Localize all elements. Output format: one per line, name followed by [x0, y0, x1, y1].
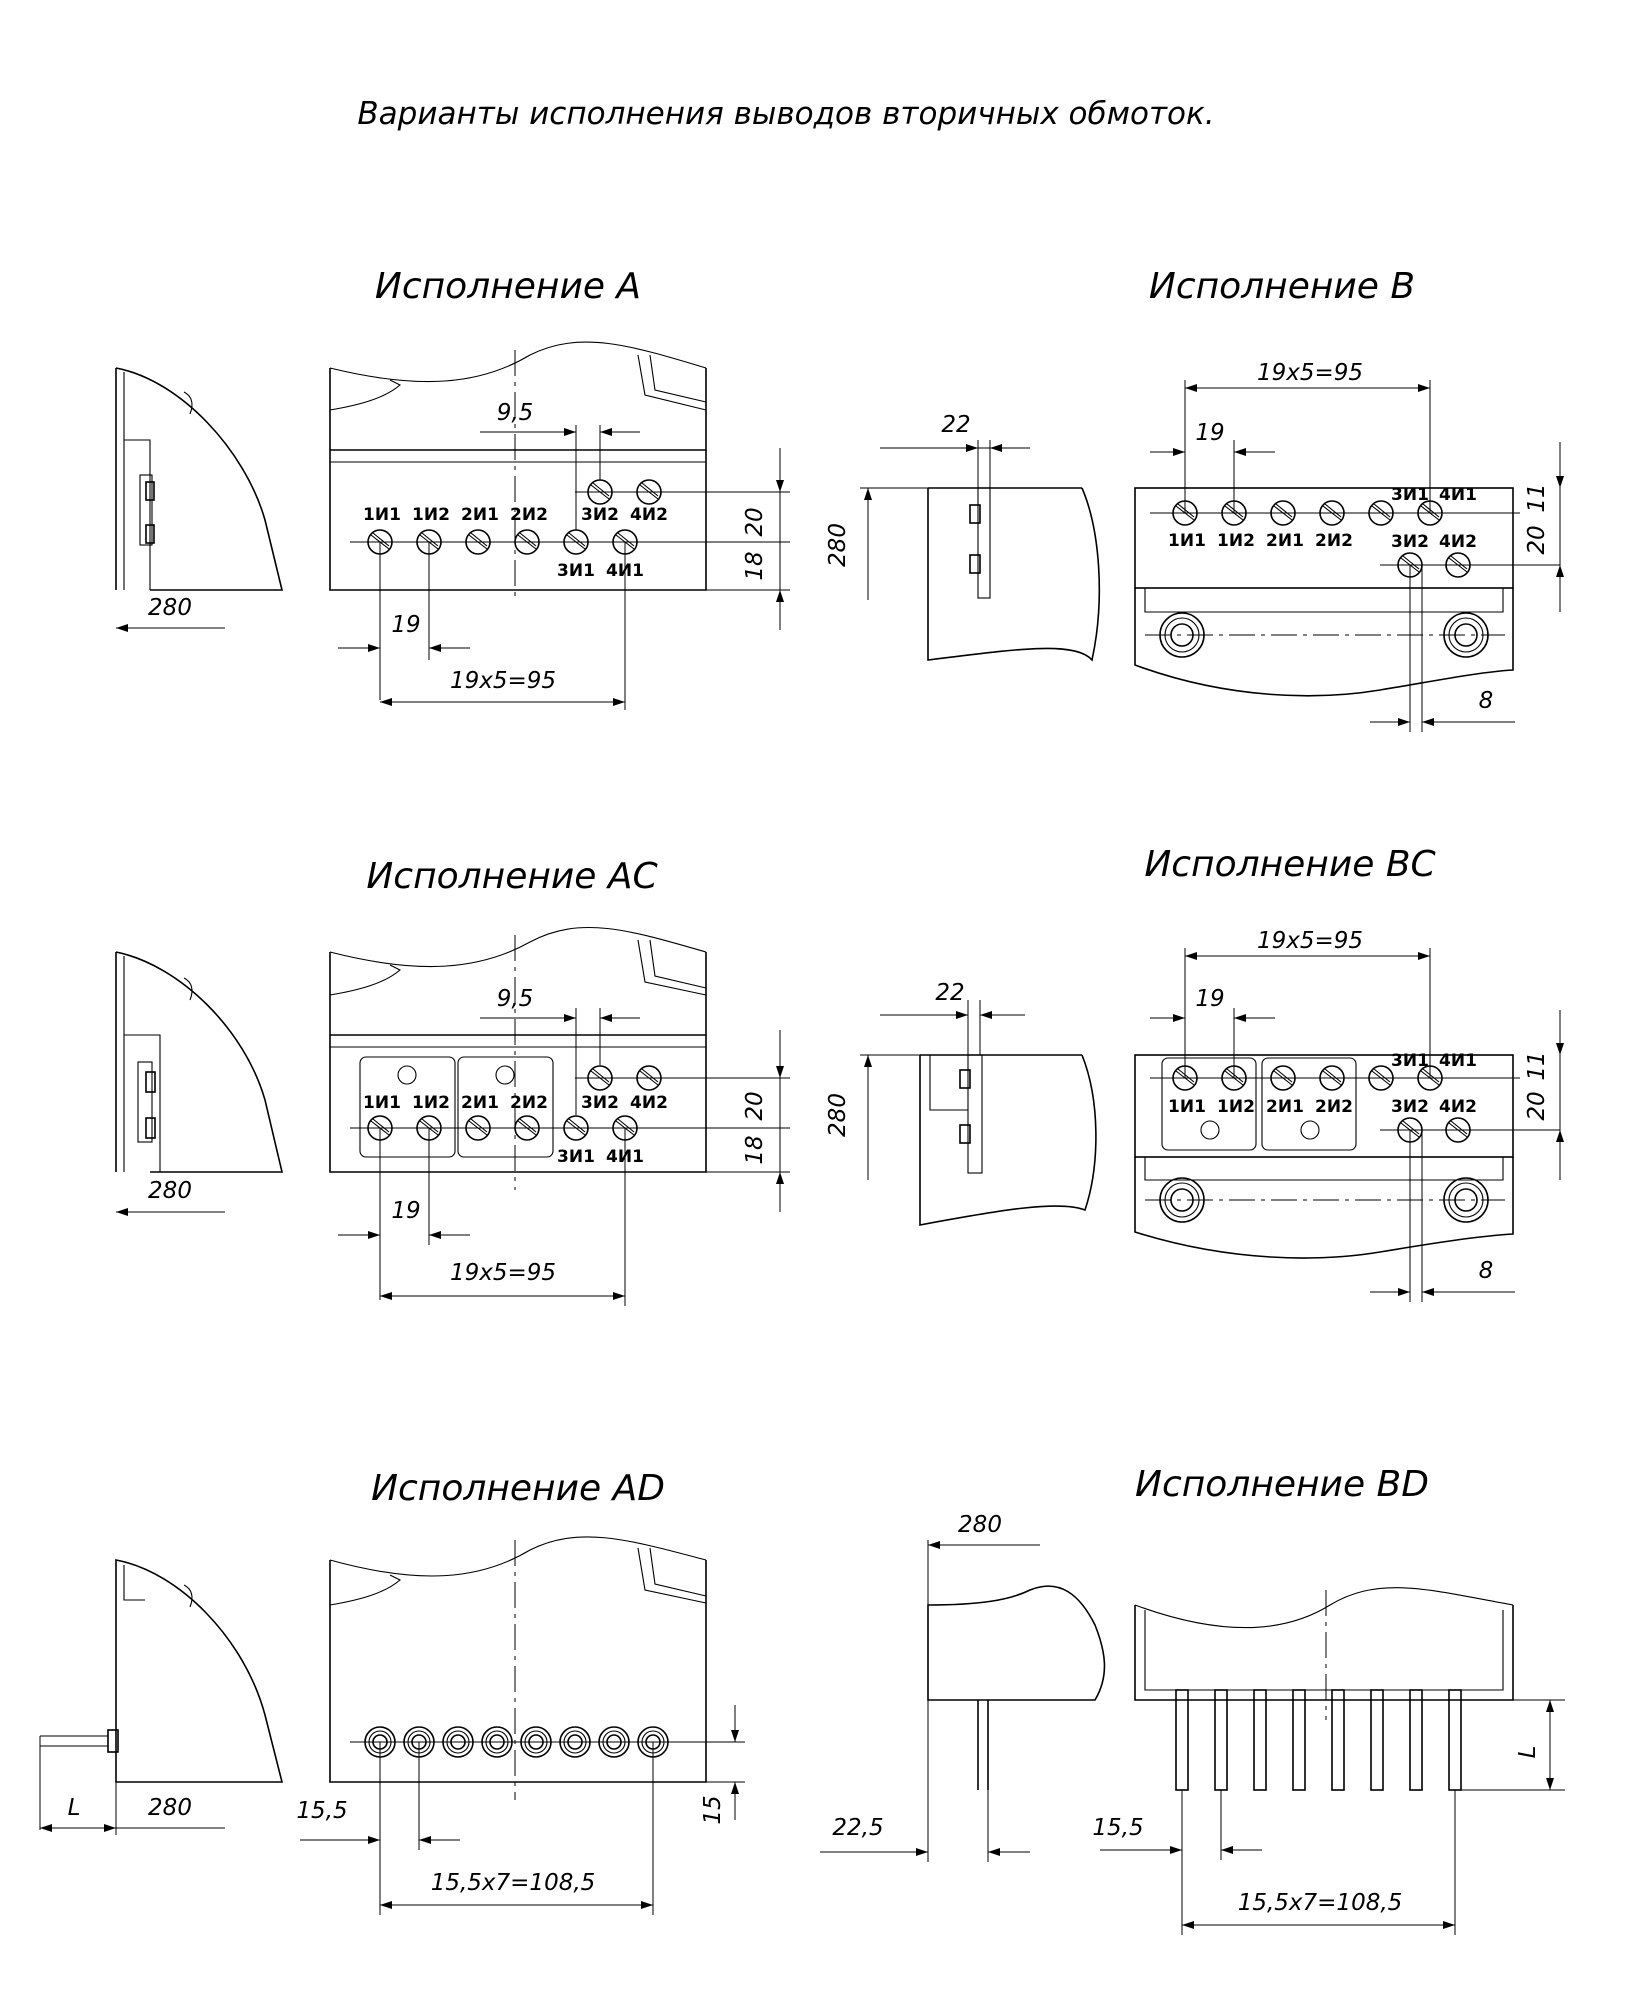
variant-b-heading: Исполнение В — [1149, 266, 1415, 307]
variant-ac-dim-20: 20 — [742, 1091, 768, 1120]
variant-bd-dim-L: L — [1515, 1746, 1541, 1759]
variant-ac: Исполнение АС 280 — [115, 856, 790, 1306]
variant-b-dim-19: 19 — [1195, 420, 1224, 446]
variant-b-side-view: 22 280 — [825, 412, 1101, 662]
variant-bc-terminal-label: 1И2 — [1217, 1097, 1255, 1117]
variant-ac-dim-18: 18 — [742, 1135, 768, 1164]
variant-bd-heading: Исполнение ВD — [1135, 1464, 1429, 1505]
variant-bc-terminal-label: 4И1 — [1439, 1051, 1477, 1071]
variant-ac-terminal-label: 3И2 — [581, 1093, 619, 1113]
variant-b-terminal-label: 3И1 — [1391, 485, 1429, 505]
variant-a-terminal-label: 1И1 — [363, 505, 401, 525]
variant-ac-terminal-label: 3И1 — [557, 1147, 595, 1167]
variant-a-dim-19: 19 — [391, 612, 420, 638]
variant-ac-terminal-label: 1И1 — [363, 1093, 401, 1113]
variant-ad-dim-15: 15 — [700, 1795, 726, 1824]
variant-ac-dim-280: 280 — [148, 1178, 192, 1204]
variant-bd-pins — [1175, 1689, 1462, 1791]
variant-ad-dim-108-5: 15,5х7=108,5 — [431, 1870, 596, 1896]
variant-a-terminal-label: 3И1 — [557, 561, 595, 581]
variant-bc-dim-11: 11 — [1524, 1051, 1550, 1080]
variant-ac-heading: Исполнение АС — [366, 856, 658, 897]
variant-b-terminal-label: 4И2 — [1439, 532, 1477, 552]
variant-a-terminal-label: 1И2 — [412, 505, 450, 525]
variant-a-dim-18: 18 — [742, 551, 768, 580]
variant-ac-front-view: 1И1 1И2 2И1 2И2 3И2 4И2 3И1 4И1 9,5 20 1… — [329, 926, 790, 1306]
variant-b-dim-20: 20 — [1524, 525, 1550, 554]
variant-ac-side-view: 280 — [115, 951, 284, 1216]
variant-ad-side-view: L 280 — [39, 1559, 284, 1835]
variant-a-dim-95: 19х5=95 — [450, 668, 556, 694]
variant-bd-dim-15-5: 15,5 — [1092, 1815, 1143, 1841]
variant-ac-dim-9-5: 9,5 — [497, 986, 534, 1012]
variant-ac-dim-19: 19 — [391, 1198, 420, 1224]
variant-bc-dim-8: 8 — [1479, 1258, 1494, 1284]
page-title: Варианты исполнения выводов вторичных об… — [357, 96, 1214, 132]
variant-bc-terminal-label: 3И1 — [1391, 1051, 1429, 1071]
variant-b-terminal-label: 2И1 — [1266, 531, 1304, 551]
variant-b-terminal-label: 2И2 — [1315, 531, 1353, 551]
variant-ad: Исполнение АD L 280 15 — [39, 1468, 745, 1915]
variant-a-front-view: 1И1 1И2 2И1 2И2 3И2 4И2 3И1 4И1 9,5 20 1… — [329, 341, 790, 710]
variant-ad-dim-280: 280 — [148, 1795, 192, 1821]
variant-bd-dim-22-5: 22,5 — [832, 1815, 883, 1841]
variant-b-dim-11: 11 — [1524, 483, 1550, 512]
variant-a-terminal-label: 2И1 — [461, 505, 499, 525]
variant-a-dim-280: 280 — [148, 595, 192, 621]
variant-b-dim-8: 8 — [1479, 688, 1494, 714]
variant-bc-dim-20: 20 — [1524, 1091, 1550, 1120]
variant-b-dim-95: 19х5=95 — [1257, 360, 1363, 386]
variant-bd-front-view: L 15,5 15,5х7=108,5 — [1092, 1587, 1565, 1935]
variant-a-terminal-label: 3И2 — [581, 505, 619, 525]
variant-bc-terminal-label: 2И1 — [1266, 1097, 1304, 1117]
variant-bc: Исполнение ВС 22 280 — [825, 844, 1564, 1302]
variant-b-terminal-label: 1И1 — [1168, 531, 1206, 551]
variant-ac-terminal-label: 2И2 — [510, 1093, 548, 1113]
variant-a-dim-20: 20 — [742, 507, 768, 536]
variant-bc-side-view: 22 280 — [825, 980, 1097, 1226]
variant-a-dim-9-5: 9,5 — [497, 400, 534, 426]
variant-b: Исполнение В 22 280 3И1 4 — [825, 266, 1564, 732]
variant-bc-dim-95: 19х5=95 — [1257, 928, 1363, 954]
variant-ac-terminal-label: 2И1 — [461, 1093, 499, 1113]
variant-bc-terminal-label: 1И1 — [1168, 1097, 1206, 1117]
variant-bc-heading: Исполнение ВС — [1144, 844, 1436, 885]
variant-b-dim-22: 22 — [941, 412, 970, 438]
variant-bc-dim-19: 19 — [1195, 986, 1224, 1012]
variant-b-front-view: 3И1 4И1 1И1 1И2 2И1 2И2 3И2 4И2 19х5=95 … — [1134, 360, 1564, 732]
variant-bc-terminal-label: 2И2 — [1315, 1097, 1353, 1117]
variant-a-terminal-label: 2И2 — [510, 505, 548, 525]
variant-a-heading: Исполнение А — [375, 266, 641, 307]
variant-bc-terminal-label: 4И2 — [1439, 1097, 1477, 1117]
variant-bc-dim-22: 22 — [935, 980, 964, 1006]
variant-ac-dim-95: 19х5=95 — [450, 1260, 556, 1286]
variant-bd: Исполнение ВD 280 22,5 — [820, 1464, 1565, 1935]
variant-bd-dim-108-5: 15,5х7=108,5 — [1238, 1890, 1403, 1916]
variant-bd-dim-280: 280 — [958, 1512, 1002, 1538]
variant-bd-side-view: 280 22,5 — [820, 1512, 1106, 1862]
variant-b-terminal-label: 4И1 — [1439, 485, 1477, 505]
variant-ad-dim-L: L — [68, 1795, 81, 1821]
variant-a: Исполнение А 280 1И1 — [115, 266, 790, 710]
variant-a-terminal-label: 4И2 — [630, 505, 668, 525]
variant-bc-front-view: 3И1 4И1 1И1 1И2 2И1 2И2 3И2 4И2 19х5=95 … — [1134, 928, 1564, 1302]
variant-bc-terminal-label: 3И2 — [1391, 1097, 1429, 1117]
variant-ac-terminal-label: 4И2 — [630, 1093, 668, 1113]
variant-ad-heading: Исполнение АD — [371, 1468, 665, 1509]
variant-a-side-view: 280 — [115, 367, 284, 632]
variant-b-terminal-label: 1И2 — [1217, 531, 1255, 551]
variant-ad-dim-15-5: 15,5 — [296, 1798, 347, 1824]
variant-ad-front-view: 15 15,5 15,5х7=108,5 — [296, 1536, 745, 1915]
variant-b-terminal-label: 3И2 — [1391, 532, 1429, 552]
variant-ac-terminal-label: 1И2 — [412, 1093, 450, 1113]
variant-b-dim-280: 280 — [825, 523, 851, 567]
variant-bc-dim-280: 280 — [825, 1093, 851, 1137]
